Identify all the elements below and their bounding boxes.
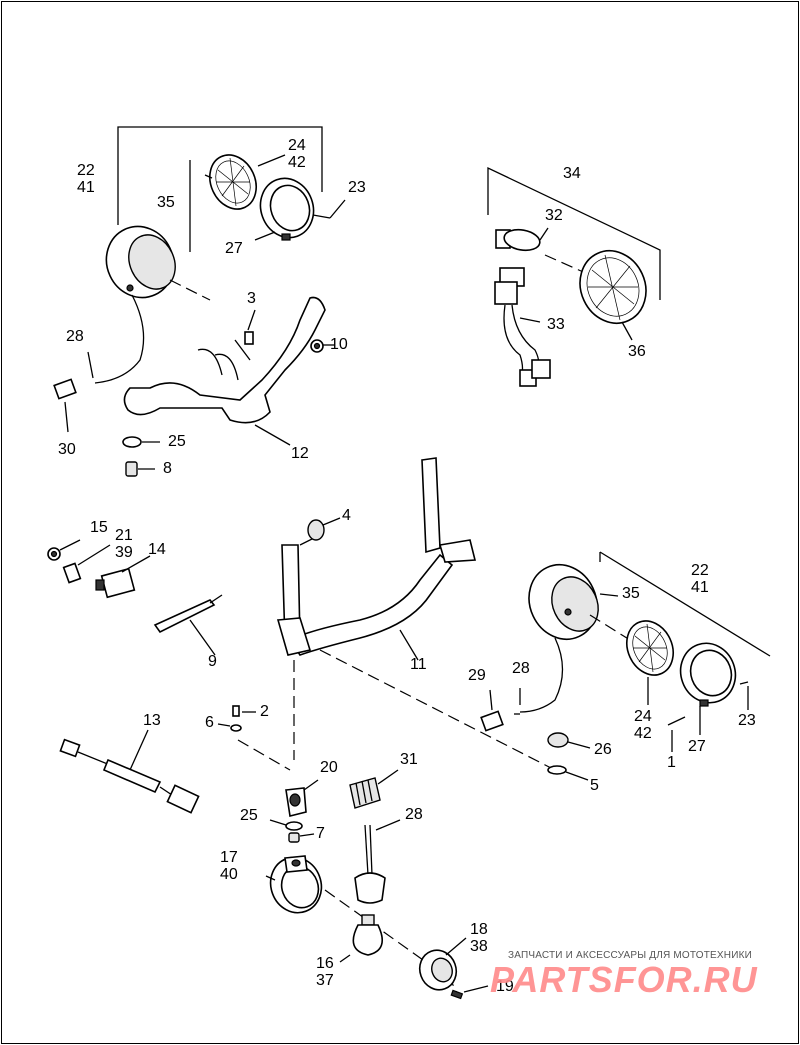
- callout-5: 5: [590, 777, 599, 794]
- callout-41-top: 41: [77, 179, 95, 196]
- mount-17: [265, 855, 323, 914]
- bracket-lines-34: [487, 166, 661, 300]
- callout-21: 21: [115, 527, 133, 544]
- callout-1: 1: [667, 754, 676, 771]
- callout-41-right: 41: [691, 579, 709, 596]
- lamp-housing-35-right: [519, 564, 631, 713]
- callout-22-right: 22: [691, 562, 709, 579]
- watermark-logo: PARTSFOR.RU: [490, 959, 758, 1000]
- callout-9: 9: [208, 653, 217, 670]
- callout-35-right: 35: [622, 585, 640, 602]
- callout-15: 15: [90, 519, 108, 536]
- spacer-4: [307, 517, 341, 541]
- wire-connector-30-top: [53, 351, 94, 433]
- callout-39: 39: [115, 544, 133, 561]
- callout-34: 34: [563, 165, 581, 182]
- bracket-lines-right: [599, 551, 771, 657]
- callout-28-right: 28: [512, 660, 530, 677]
- callout-36: 36: [628, 343, 646, 360]
- callout-29: 29: [468, 667, 486, 684]
- callout-17: 17: [220, 849, 238, 866]
- harness-13: [59, 729, 200, 814]
- watermark-caption: ЗАПЧАСТИ И АКСЕССУАРЫ ДЛЯ МОТОТЕХНИКИ: [508, 950, 753, 961]
- callout-27-top: 27: [225, 240, 243, 257]
- callout-6: 6: [205, 714, 214, 731]
- clamp-20: [285, 779, 319, 817]
- trim-ring-27-right: [679, 642, 749, 735]
- callout-42-top: 42: [288, 154, 306, 171]
- callout-19: 19: [496, 978, 514, 995]
- alignment-dashes: [237, 649, 556, 996]
- callout-14: 14: [148, 541, 166, 558]
- callout-35-top: 35: [157, 194, 175, 211]
- bulb-32: [495, 227, 591, 276]
- callout-20: 20: [320, 759, 338, 776]
- callout-27-right: 27: [688, 738, 706, 755]
- callout-25-top: 25: [168, 433, 186, 450]
- bulb-16: [339, 914, 384, 963]
- support-frame-11: [276, 457, 477, 661]
- callout-12: 12: [291, 445, 309, 462]
- callout-11: 11: [410, 656, 427, 673]
- callout-7: 7: [316, 825, 325, 842]
- callout-2: 2: [260, 703, 269, 720]
- wire-harness-33: [494, 267, 551, 387]
- callout-24-right: 24: [634, 708, 652, 725]
- callout-33: 33: [547, 316, 565, 333]
- screw-19: [450, 985, 489, 1000]
- callout-23-right: 23: [738, 712, 756, 729]
- lamp-housing-35-top: [94, 225, 211, 384]
- callout-28-top: 28: [66, 328, 84, 345]
- bracket-lines-top-left: [117, 126, 323, 252]
- callout-31: 31: [400, 751, 418, 768]
- lamp-insert-24-top: [204, 154, 286, 210]
- callout-24-top: 24: [288, 137, 306, 154]
- callout-32: 32: [545, 207, 563, 224]
- callout-18: 18: [470, 921, 488, 938]
- callout-30: 30: [58, 441, 76, 458]
- callout-10: 10: [330, 336, 348, 353]
- callout-26: 26: [594, 741, 612, 758]
- washers-26-5: [547, 732, 591, 781]
- screw-1: [667, 716, 686, 752]
- connector-29-wire-28: [480, 688, 521, 732]
- callout-8: 8: [163, 460, 172, 477]
- callout-38: 38: [470, 938, 488, 955]
- callout-42-right: 42: [634, 725, 652, 742]
- small-parts-top: [122, 331, 335, 477]
- callout-16: 16: [316, 955, 334, 972]
- mounting-bracket-12: [123, 296, 326, 446]
- bulb-socket-28-lower: [354, 819, 401, 904]
- trim-ring-27-top: [254, 177, 346, 241]
- callout-13: 13: [143, 712, 161, 729]
- callout-28-lower: 28: [405, 806, 423, 823]
- lamp-insert-24-right: [626, 620, 674, 705]
- callout-4: 4: [342, 507, 351, 524]
- callout-23-top: 23: [348, 179, 366, 196]
- parts-15-21-14-9: [47, 539, 223, 656]
- callout-25-lower: 25: [240, 807, 258, 824]
- lamp-36: [579, 250, 647, 341]
- callout-37: 37: [316, 972, 334, 989]
- callout-3: 3: [247, 290, 256, 307]
- parts-2-6: [217, 705, 256, 732]
- connector-31: [349, 769, 399, 809]
- parts-25-7-lower: [269, 819, 315, 843]
- callout-40: 40: [220, 866, 238, 883]
- callout-22-top: 22: [77, 162, 95, 179]
- lens-18: [418, 937, 467, 991]
